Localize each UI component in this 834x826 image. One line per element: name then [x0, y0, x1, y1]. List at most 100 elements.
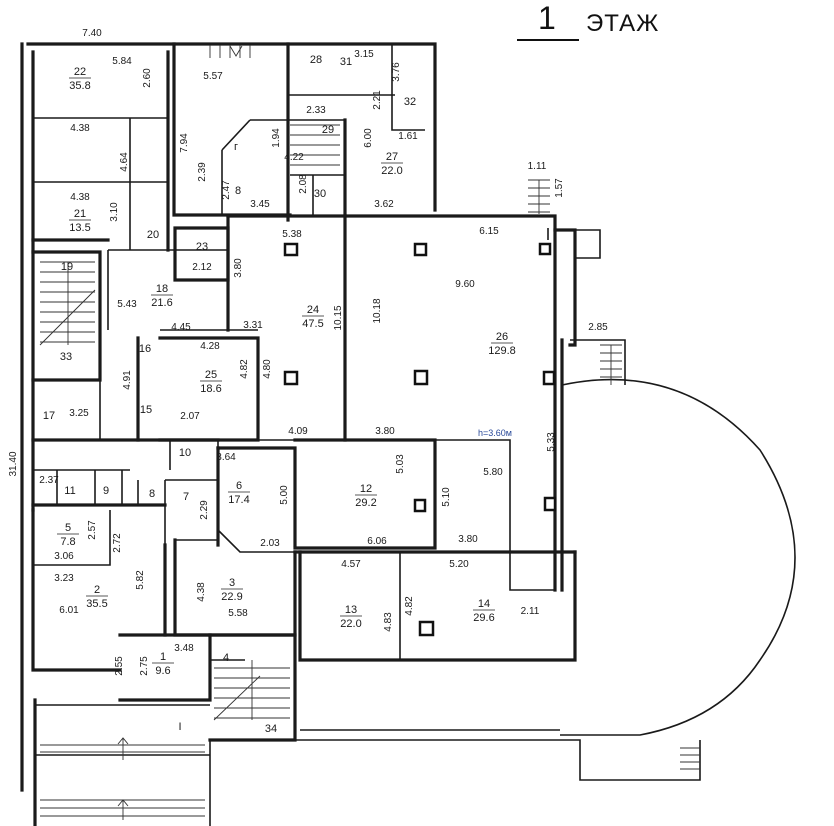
dimension-label: 5.58	[228, 608, 248, 619]
room-number: 17	[43, 410, 55, 422]
dimension-label: 5.82	[135, 570, 146, 590]
dimension-label: 6.00	[363, 128, 374, 148]
room-number: I	[178, 721, 181, 733]
stair-right-top	[528, 179, 550, 214]
room-area: 47.5	[302, 318, 323, 330]
dimension-label: 6.06	[367, 536, 387, 547]
room-r9: 9	[103, 485, 109, 497]
dimension-label: 4.82	[404, 596, 415, 616]
dimension-label: 5.10	[441, 487, 452, 507]
room-area: 29.2	[355, 497, 376, 509]
dimension-label: 2.47	[221, 180, 232, 200]
dimension-label: 5.57	[203, 71, 223, 82]
room-number: 1	[160, 651, 166, 663]
room-number: 9	[103, 485, 109, 497]
room-r7: 7	[183, 491, 189, 503]
stair-balcony	[600, 344, 622, 385]
dimension-label: 2.57	[87, 520, 98, 540]
floor-number-underline	[517, 39, 579, 41]
room-number: 2	[94, 584, 100, 596]
room-r17: 17	[43, 410, 55, 422]
room-number: г	[234, 141, 238, 153]
room-area: 22.0	[381, 165, 402, 177]
dimension-label: 3.62	[374, 199, 394, 210]
room-number: 14	[478, 598, 490, 610]
room-r11: 11	[64, 485, 75, 497]
dimension-label: 5.80	[483, 467, 503, 478]
room-r8b: 8	[235, 185, 241, 197]
room-area: 129.8	[488, 345, 516, 357]
room-number: 5	[65, 522, 71, 534]
dimension-label: 4.83	[383, 612, 394, 632]
columns	[283, 242, 557, 637]
dimension-label: 2.07	[180, 411, 200, 422]
room-area: 35.5	[86, 598, 107, 610]
stair-33	[39, 261, 96, 346]
dimension-label: 4.22	[284, 152, 304, 163]
dimension-label: 2.72	[112, 533, 123, 553]
room-area: 35.8	[69, 80, 90, 92]
dimension-label: 3.48	[174, 643, 194, 654]
room-number: 21	[74, 208, 86, 220]
dimension-label: 3.15	[354, 49, 374, 60]
dimension-label: 2.21	[372, 90, 383, 110]
dimension-label: 2.12	[192, 262, 212, 273]
dimension-label: 3.80	[233, 258, 244, 278]
dimension-label: 2.33	[306, 105, 326, 116]
dimension-label: 3.80	[458, 534, 478, 545]
dimension-label: 2.75	[139, 656, 150, 676]
dimension-label: 1.61	[398, 131, 418, 142]
dimension-label: 3.06	[54, 551, 74, 562]
dimension-label: 1.11	[528, 161, 547, 172]
room-number: 30	[314, 188, 326, 200]
room-r1: 19.6	[152, 651, 174, 677]
room-r4: 4	[223, 652, 229, 664]
dimension-label: 5.43	[117, 299, 137, 310]
dimension-label: 2.29	[199, 500, 210, 520]
room-number: 15	[140, 404, 152, 416]
room-area: 17.4	[228, 494, 249, 506]
dimension-label: 2.37	[39, 475, 59, 486]
room-number: 33	[60, 351, 72, 363]
dimension-label: 4.57	[341, 559, 361, 570]
room-number: 13	[345, 604, 357, 616]
room-r32: 32	[404, 96, 416, 108]
dimension-label: 2.08	[298, 174, 309, 194]
room-r8: 8	[149, 488, 155, 500]
room-r28: 28	[310, 54, 322, 66]
room-number: 8	[235, 185, 241, 197]
dimension-label: 5.33	[546, 432, 557, 452]
room-r3: 322.9	[221, 577, 243, 603]
dimension-label: 3.25	[69, 408, 89, 419]
room-r19: 19	[61, 261, 73, 273]
room-area: 22.9	[221, 591, 242, 603]
room-r30: 30	[314, 188, 326, 200]
dimension-label: 1.94	[271, 128, 282, 148]
dimension-label: 2.03	[260, 538, 280, 549]
dimension-label: 2.39	[197, 162, 208, 182]
dimension-label: 2.11	[521, 606, 540, 617]
dimension-label: 7.40	[82, 28, 102, 39]
room-number: 10	[179, 447, 191, 459]
room-area: 22.0	[340, 618, 361, 630]
dimension-label: 2.55	[114, 656, 125, 676]
stair-lower	[40, 737, 700, 820]
room-r24: 24 47.5	[302, 304, 324, 330]
room-number: 18	[156, 283, 168, 295]
room-number: 8	[149, 488, 155, 500]
room-r16: 16	[139, 343, 151, 355]
room-r5: 57.8	[57, 522, 79, 548]
dimension-label: 5.00	[279, 485, 290, 505]
dimension-label: 10.18	[372, 298, 383, 323]
dimension-label: 4.91	[122, 370, 133, 390]
dimension-label: 9.60	[455, 279, 475, 290]
room-number: 24	[307, 304, 319, 316]
room-r31: 31	[340, 56, 352, 68]
